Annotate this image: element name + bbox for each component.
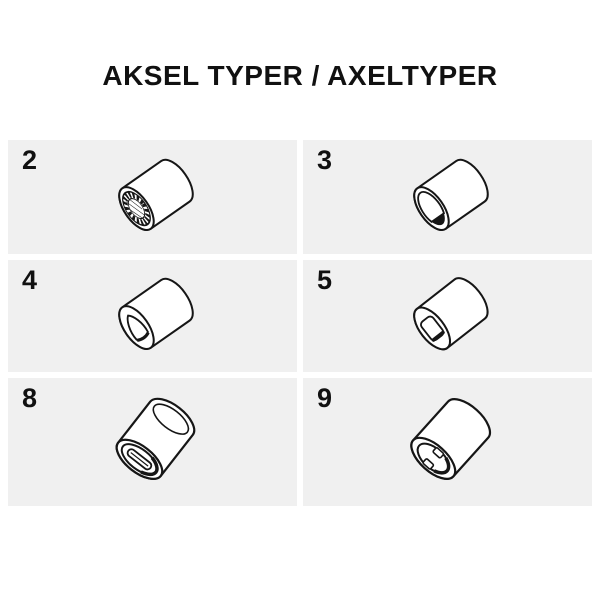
- axle-type-cell-3: 3: [303, 140, 592, 254]
- axle-type-grid: 2 3: [8, 140, 592, 506]
- axle-type-number: 3: [317, 145, 333, 175]
- axle-type-cell-8: 8: [8, 378, 297, 506]
- slotted-bore-axle-icon: [108, 390, 202, 488]
- axle-type-cell-5: 5: [303, 260, 592, 372]
- axle-type-number: 4: [22, 265, 38, 295]
- triangular-bore-axle-icon: [111, 272, 200, 356]
- axle-type-cell-4: 4: [8, 260, 297, 372]
- notched-bore-axle-icon: [402, 390, 498, 488]
- axle-type-number: 9: [317, 383, 333, 413]
- d-bore-axle-icon: [406, 153, 495, 237]
- axle-type-number: 8: [22, 383, 38, 413]
- square-bore-axle-icon: [405, 271, 495, 357]
- splined-bore-axle-icon: [111, 153, 200, 237]
- axle-type-number: 5: [317, 265, 333, 295]
- axle-type-cell-9: 9: [303, 378, 592, 506]
- page-title: AKSEL TYPER / AXELTYPER: [102, 60, 498, 91]
- axle-type-number: 2: [22, 145, 38, 175]
- axle-type-cell-2: 2: [8, 140, 297, 254]
